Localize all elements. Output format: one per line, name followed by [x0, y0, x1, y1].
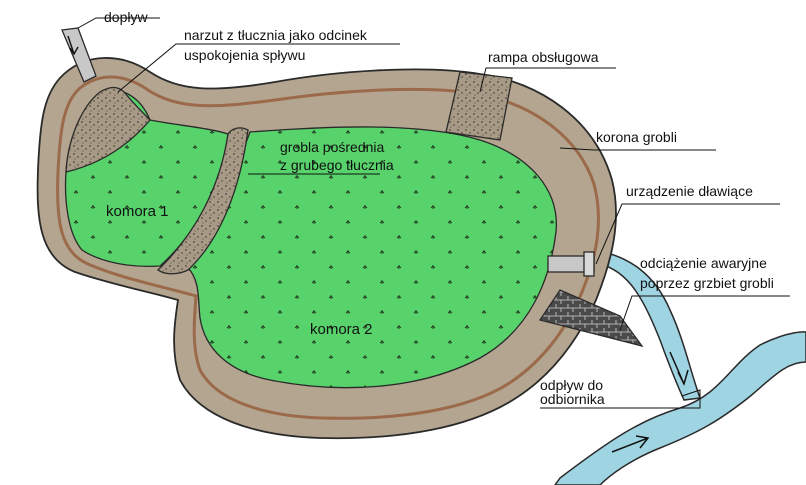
label-riprap-line1: narzut z tłucznia jako odcinek [184, 27, 368, 43]
ramp-texture [446, 72, 512, 140]
label-inflow: dopływ [104, 9, 148, 25]
label-throttle-device: urządzenie dławiące [626, 183, 753, 199]
dike-texture [158, 127, 248, 274]
label-chamber-1: komora 1 [106, 203, 169, 220]
embankment-crest-path [56, 75, 600, 420]
label-riprap-line2: uspokojenia spływu [184, 47, 305, 63]
emergency-overflow [538, 289, 644, 348]
inflow-arrow [67, 35, 79, 56]
label-service-ramp: rampa obsługowa [488, 49, 599, 65]
label-chamber-2: komora 2 [310, 321, 373, 338]
riprap-texture [66, 87, 150, 172]
label-emergency-overflow-line1: odciążenie awaryjne [640, 255, 767, 271]
label-outflow-line1: odpływ do [540, 377, 603, 393]
label-intermediate-dike-line2: z grubego tłucznia [280, 157, 394, 173]
leader-lines [77, 17, 790, 409]
label-intermediate-dike-line1: grobla pośrednia [280, 139, 385, 155]
flow-arrow-channel [669, 351, 689, 387]
flow-arrow-river [611, 435, 650, 453]
throttle-device-end [583, 251, 595, 277]
label-outflow-line2: odbiornika [540, 391, 605, 407]
chamber-2-vegetation [188, 126, 557, 388]
label-embankment-crest: korona grobli [596, 129, 677, 145]
label-emergency-overflow-line2: poprzez grzbiet grobli [640, 275, 774, 291]
